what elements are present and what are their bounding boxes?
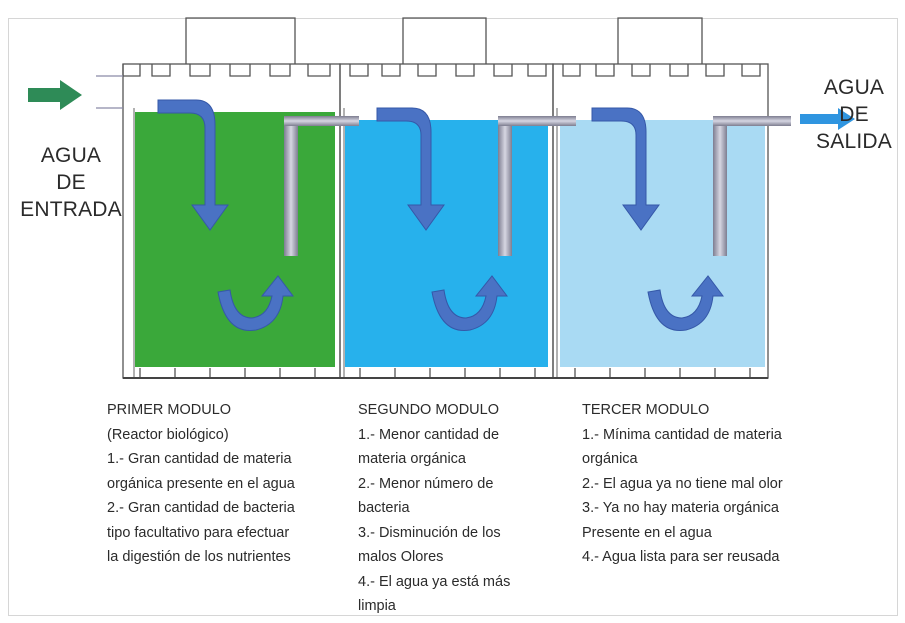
- module-3-water: [560, 120, 765, 367]
- module-description-line: 1.- Mínima cantidad de materia: [582, 426, 782, 443]
- module-description-line: malos Olores: [358, 549, 444, 565]
- outlet-label-line: AGUA: [823, 76, 885, 99]
- outlet-water-label: AGUA DE SALIDA: [805, 74, 903, 155]
- module-2-description: SEGUNDO MODULO 1.- Menor cantidad de mater…: [358, 398, 568, 619]
- down-arrow-icon: [591, 107, 660, 231]
- module-description-line: 2.- El agua ya no tiene mal olor: [582, 475, 783, 492]
- module-description-line: tipo facultativo para efectuar: [107, 524, 290, 541]
- module-title: SEGUNDO MODULO: [358, 402, 499, 418]
- module-description-line: (Reactor biológico): [107, 426, 229, 443]
- module-description-line: Presente en el agua: [582, 524, 712, 541]
- inlet-label-line: DE: [56, 171, 86, 194]
- module-description-line: orgánica: [582, 451, 638, 467]
- module-description-line: 4.- El agua ya está más: [358, 573, 511, 590]
- u-turn-arrow-icon: [217, 275, 294, 332]
- transfer-pipes: [284, 116, 791, 256]
- outlet-arrow-icon: [800, 108, 855, 130]
- module-title: TERCER MODULO: [582, 402, 710, 418]
- inlet-water-label: AGUA DE ENTRADA: [6, 142, 136, 223]
- module-1-water: [135, 112, 335, 367]
- inlet-arrow-icon: [28, 80, 82, 110]
- module-description-line: materia orgánica: [358, 451, 466, 467]
- module-description-line: 3.- Ya no hay materia orgánica: [582, 500, 779, 516]
- flow-arrows: [157, 99, 660, 231]
- outlet-label-line: DE: [839, 103, 869, 126]
- module-description-line: orgánica presente en el agua: [107, 475, 295, 492]
- module-1-description: PRIMER MODULO (Reactor biológico) 1.- Gran…: [107, 398, 347, 570]
- u-turn-arrow-icon: [431, 275, 508, 332]
- module-description-line: 1.- Menor cantidad de: [358, 426, 500, 443]
- module-3-description: TERCER MODULO 1.- Mínima cantidad de mate…: [582, 398, 842, 570]
- inlet-label-line: ENTRADA: [20, 198, 122, 221]
- outlet-label-line: SALIDA: [816, 130, 892, 153]
- module-description-line: 3.- Disminución de los: [358, 524, 501, 541]
- inlet-pipe: [96, 75, 123, 109]
- tank-outline: [122, 17, 769, 379]
- recirculation-arrows: [217, 275, 724, 332]
- module-description-line: 2.- Gran cantidad de bacteria: [107, 500, 295, 516]
- module-title: PRIMER MODULO: [107, 402, 232, 418]
- module-description-line: 4.- Agua lista para ser reusada: [582, 549, 780, 565]
- module-description-line: 2.- Menor número de: [358, 475, 494, 492]
- module-description-line: 1.- Gran cantidad de materia: [107, 451, 292, 467]
- module-description-line: la digestión de los nutrientes: [107, 549, 291, 565]
- module-description-line: bacteria: [358, 500, 410, 516]
- inlet-label-line: AGUA: [40, 144, 102, 167]
- down-arrow-icon: [376, 107, 445, 231]
- down-arrow-icon: [157, 99, 229, 231]
- u-turn-arrow-icon: [647, 275, 724, 332]
- module-2-water: [345, 120, 548, 367]
- module-description-line: limpia: [358, 598, 396, 614]
